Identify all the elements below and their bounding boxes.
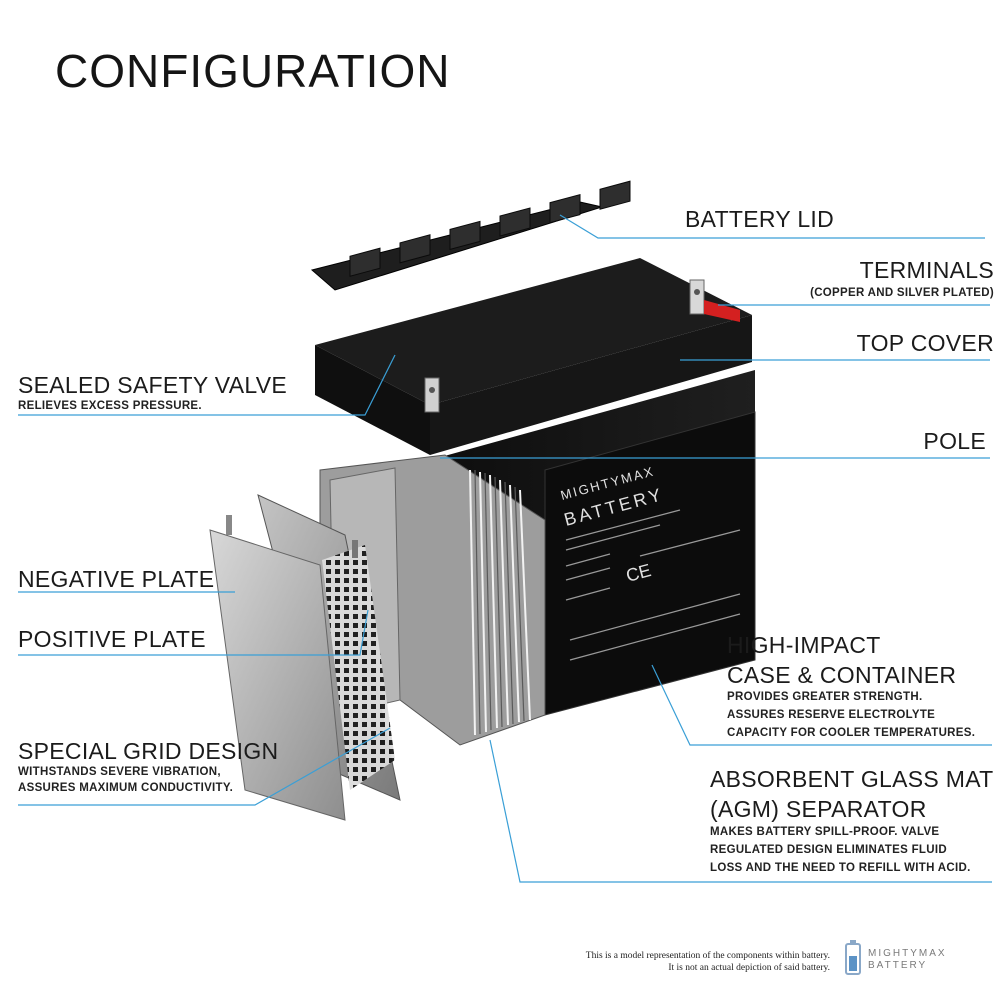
label-agm-1: ABSORBENT GLASS MAT: [710, 766, 994, 792]
special-grid: [322, 545, 395, 790]
label-case-sub1: PROVIDES GREATER STRENGTH.: [727, 691, 923, 703]
disclaimer-line-2: It is not an actual depiction of said ba…: [668, 963, 830, 973]
label-battery-lid: BATTERY LID: [685, 206, 835, 232]
label-special-grid-sub1: WITHSTANDS SEVERE VIBRATION,: [18, 766, 221, 778]
label-terminals: TERMINALS: [859, 257, 994, 283]
leader-lines: [18, 214, 992, 883]
leader-agm: [489, 739, 992, 883]
label-terminals-sub: (COPPER AND SILVER PLATED): [810, 287, 994, 299]
leader-positive-plate: [18, 609, 369, 656]
negative-plate: [209, 529, 346, 821]
label-case-sub3: CAPACITY FOR COOLER TEMPERATURES.: [727, 727, 976, 739]
label-sealed-valve-sub: RELIEVES EXCESS PRESSURE.: [18, 400, 202, 412]
leader-sealed-valve: [18, 354, 396, 416]
label-case-sub2: ASSURES RESERVE ELECTROLYTE: [727, 709, 936, 721]
label-special-grid-sub2: ASSURES MAXIMUM CONDUCTIVITY.: [18, 782, 234, 794]
logo-line-2: BATTERY: [868, 960, 928, 971]
leader-special-grid: [18, 727, 391, 806]
label-case-2: CASE & CONTAINER: [727, 662, 957, 688]
logo-line-1: MIGHTYMAX: [868, 948, 947, 959]
disclaimer: This is a model representation of the co…: [470, 950, 830, 974]
label-top-cover: TOP COVER: [856, 330, 994, 356]
footer-logo: MIGHTYMAX BATTERY: [842, 940, 982, 980]
leader-battery-lid: [559, 214, 985, 239]
page-title: CONFIGURATION: [55, 45, 451, 97]
negative-terminal: [424, 377, 440, 413]
label-negative-plate: NEGATIVE PLATE: [18, 566, 215, 592]
label-agm-sub3: LOSS AND THE NEED TO REFILL WITH ACID.: [710, 862, 971, 874]
top-cover: [315, 180, 752, 455]
negative-plate-tab: [226, 515, 232, 535]
label-agm-2: (AGM) SEPARATOR: [710, 796, 927, 822]
label-sealed-valve: SEALED SAFETY VALVE: [18, 372, 288, 398]
label-special-grid: SPECIAL GRID DESIGN: [18, 738, 279, 764]
positive-plate-tab: [352, 540, 358, 558]
label-case-1: HIGH-IMPACT: [727, 632, 881, 658]
mightymax-logo-icon: [845, 940, 861, 975]
label-agm-sub2: REGULATED DESIGN ELIMINATES FLUID: [710, 844, 947, 856]
label-positive-plate: POSITIVE PLATE: [18, 626, 206, 652]
label-agm-sub1: MAKES BATTERY SPILL-PROOF. VALVE: [710, 826, 940, 838]
label-pole: POLE: [923, 428, 986, 454]
positive-terminal: [689, 279, 740, 322]
leader-case: [651, 664, 992, 746]
disclaimer-line-1: This is a model representation of the co…: [585, 951, 830, 961]
logo-text: MIGHTYMAX BATTERY: [868, 948, 947, 972]
